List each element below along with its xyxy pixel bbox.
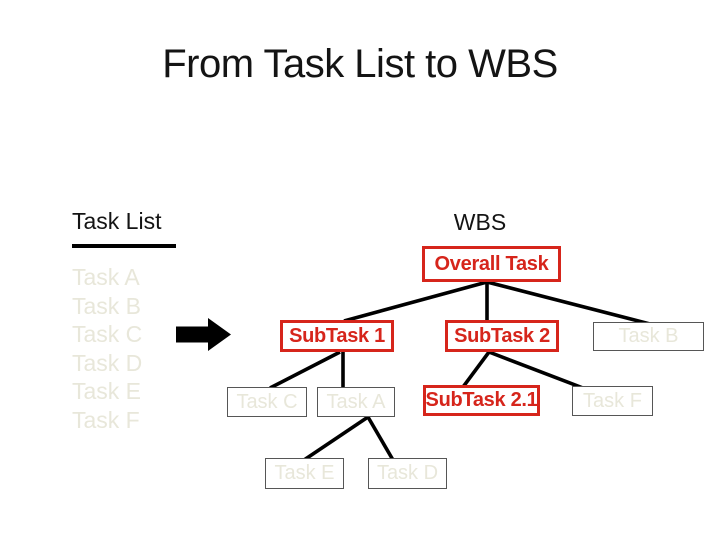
task-list-item: Task A bbox=[72, 264, 140, 290]
wbs-node-task-c: Task C bbox=[227, 387, 307, 417]
wbs-node-subtask-2-1: SubTask 2.1 bbox=[423, 385, 540, 416]
connector-subtask2-subtask21 bbox=[461, 350, 491, 389]
connector-taska-taskd bbox=[366, 416, 395, 461]
task-list: Task A Task B Task C Task D Task E Task … bbox=[72, 263, 142, 435]
wbs-node-task-f: Task F bbox=[572, 386, 653, 416]
task-list-heading: Task List bbox=[72, 208, 162, 234]
connector-overall-subtask1 bbox=[343, 280, 488, 323]
task-list-item: Task C bbox=[72, 321, 143, 348]
wbs-heading: WBS bbox=[453, 209, 507, 235]
task-list-underline bbox=[72, 244, 176, 248]
right-arrow-icon bbox=[176, 318, 231, 351]
connector-overall-taskb bbox=[486, 280, 651, 326]
wbs-node-subtask-1: SubTask 1 bbox=[280, 320, 394, 352]
wbs-node-subtask-2: SubTask 2 bbox=[445, 320, 559, 352]
slide-title: From Task List to WBS bbox=[162, 42, 558, 86]
connector-subtask1-taskc bbox=[269, 350, 341, 390]
wbs-node-task-e: Task E bbox=[265, 458, 344, 489]
task-list-item: Task E bbox=[72, 378, 142, 405]
task-list-item: Task F bbox=[72, 406, 140, 433]
connector-taska-taske bbox=[302, 415, 370, 462]
task-list-item: Task B bbox=[72, 292, 142, 319]
wbs-node-task-a: Task A bbox=[317, 387, 395, 417]
connector-subtask2-taskf bbox=[488, 350, 584, 390]
wbs-node-task-b: Task B bbox=[593, 322, 704, 351]
task-list-item: Task D bbox=[72, 349, 143, 376]
wbs-node-task-d: Task D bbox=[368, 458, 447, 489]
wbs-node-overall-task: Overall Task bbox=[422, 246, 561, 282]
